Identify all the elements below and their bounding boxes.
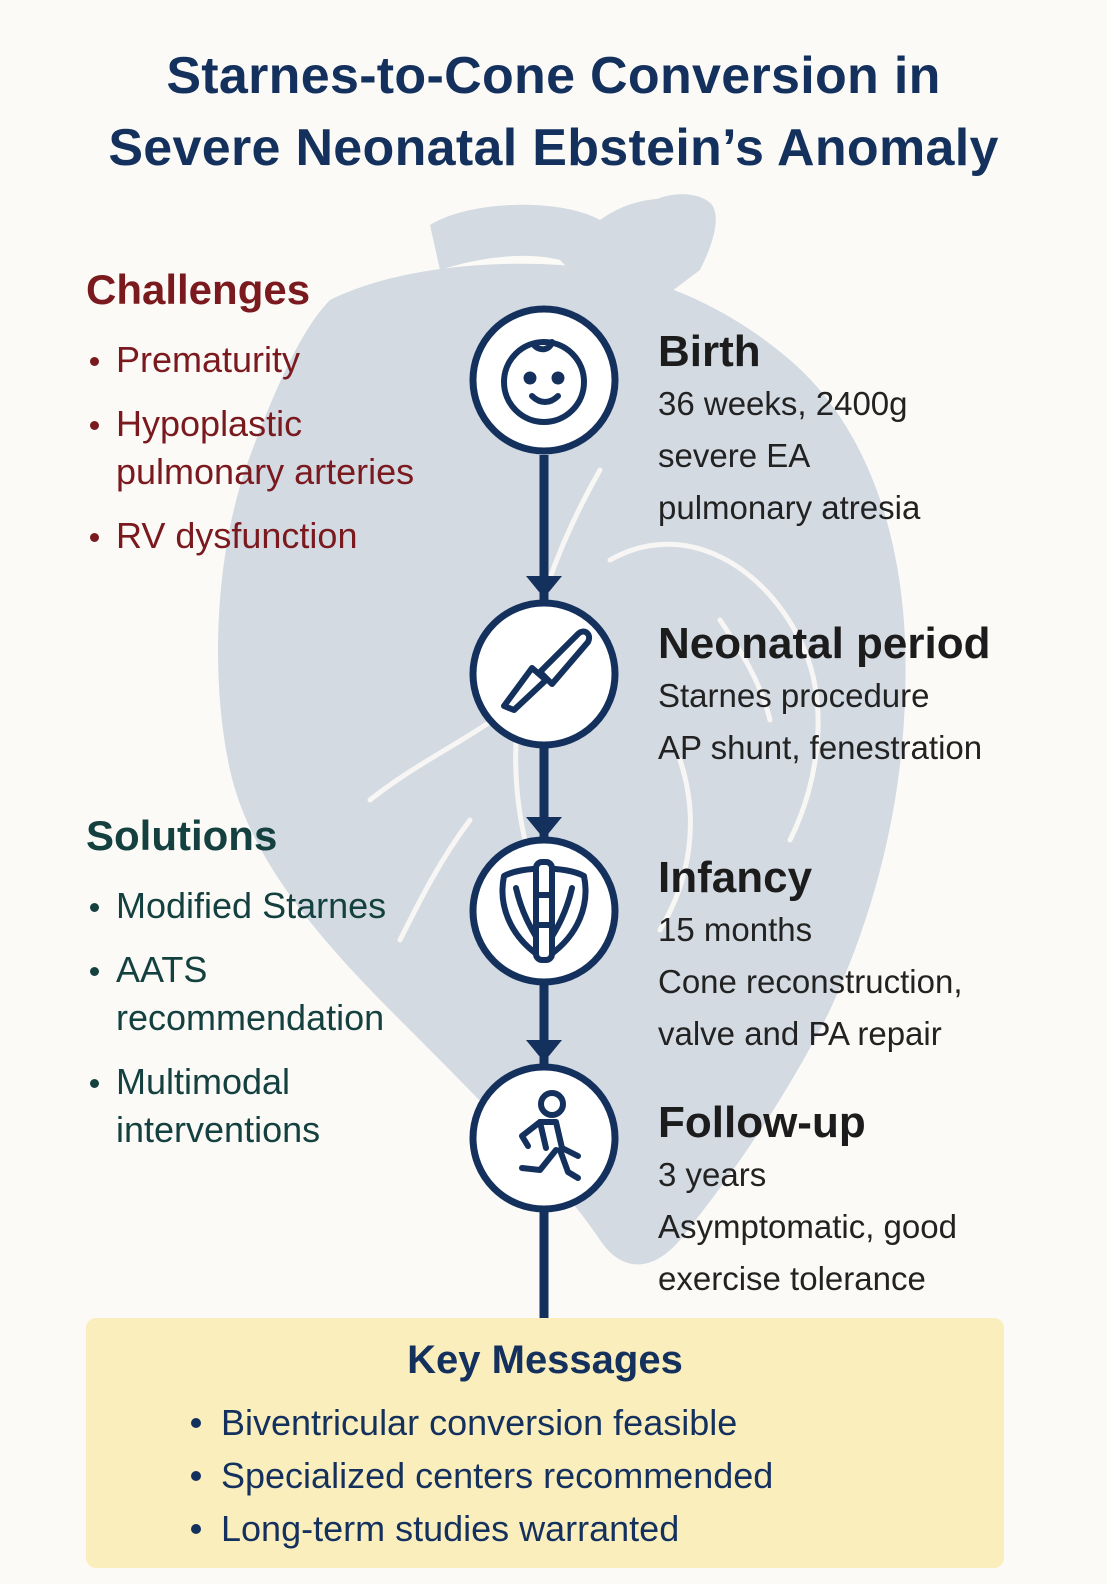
arrow-head [526, 817, 562, 839]
key-message-item: Specialized centers recommended [191, 1449, 773, 1502]
arrow-head [526, 576, 562, 598]
step-detail: 15 months [658, 911, 813, 948]
challenges-heading: Challenges [86, 266, 311, 313]
step-detail: severe EA [658, 437, 811, 474]
step-title: Birth [658, 327, 761, 376]
step-detail: Cone reconstruction, [658, 963, 963, 1000]
solutions-heading: Solutions [86, 812, 278, 859]
timeline-step-infancy: Infancy 15 months Cone reconstruction, v… [658, 852, 963, 1060]
step-detail: 36 weeks, 2400g [658, 385, 908, 422]
challenge-item: Prematurity [86, 336, 414, 384]
running-person-icon [519, 1090, 581, 1181]
key-messages-box: Key Messages Biventricular conversion fe… [86, 1318, 1004, 1568]
step-detail: 3 years [658, 1156, 767, 1193]
timeline-step-neonatal: Neonatal period Starnes procedure AP shu… [658, 618, 991, 774]
step-title: Infancy [658, 853, 813, 902]
timeline-step-followup: Follow-up 3 years Asymptomatic, good exe… [658, 1097, 957, 1305]
step-detail: pulmonary atresia [658, 489, 921, 526]
key-messages-list: Biventricular conversion feasible Specia… [191, 1396, 773, 1555]
step-circle-birth [469, 305, 619, 455]
step-detail: exercise tolerance [658, 1260, 926, 1297]
page-title-line-2: Severe Neonatal Ebstein’s Anomaly [108, 119, 999, 177]
step-title: Follow-up [658, 1098, 866, 1147]
key-message-item: Biventricular conversion feasible [191, 1396, 773, 1449]
solution-item: Modified Starnes [86, 882, 386, 930]
page-title-line-1: Starnes-to-Cone Conversion in [166, 47, 941, 105]
step-detail: Starnes procedure [658, 677, 930, 714]
key-messages-heading: Key Messages [407, 1338, 683, 1382]
timeline-step-birth: Birth 36 weeks, 2400g severe EA pulmonar… [658, 326, 920, 534]
step-detail: AP shunt, fenestration [658, 729, 983, 766]
baby-face-icon [501, 339, 587, 425]
arrow-head [526, 1040, 562, 1062]
step-detail: Asymptomatic, good [658, 1208, 957, 1245]
key-message-item: Long-term studies warranted [191, 1502, 773, 1555]
step-detail: valve and PA repair [658, 1015, 942, 1052]
valve-repair-icon [499, 859, 589, 963]
step-title: Neonatal period [658, 619, 991, 668]
scalpel-icon [501, 628, 592, 713]
challenge-item: RV dysfunction [86, 512, 414, 560]
heart-silhouette [218, 194, 906, 1265]
